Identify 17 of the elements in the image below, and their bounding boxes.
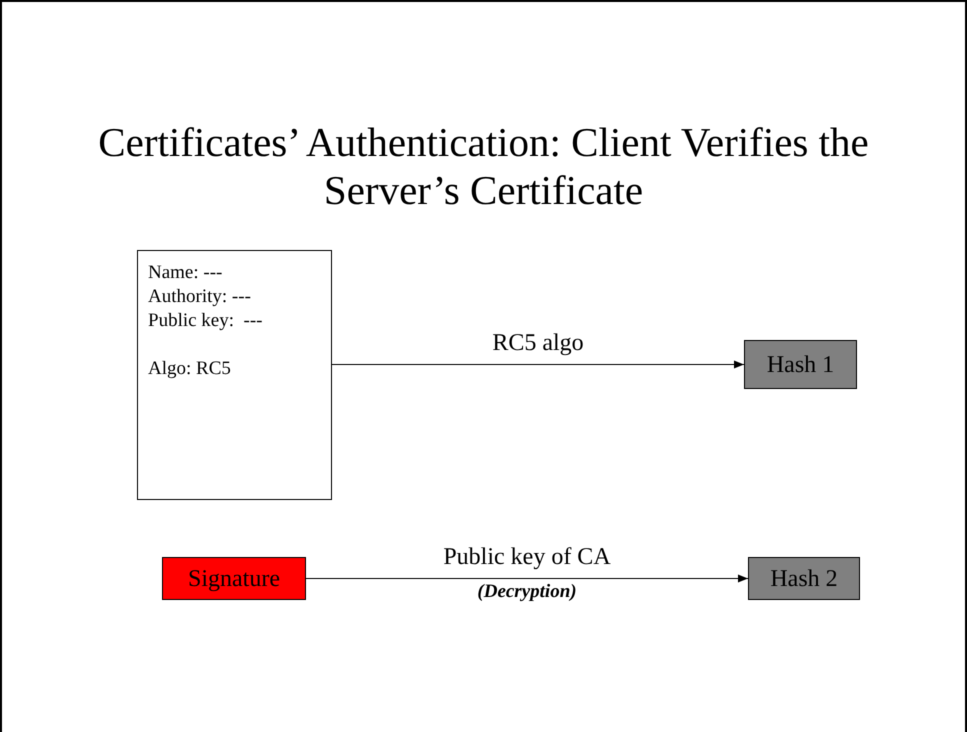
arrow (306, 574, 748, 582)
node-text: Signature (188, 564, 280, 594)
node-text: Algo: RC5 (148, 357, 231, 381)
signature-box (162, 557, 306, 600)
hash-box (744, 340, 857, 389)
node-text: Hash 2 (770, 564, 838, 594)
note-text: (Decryption) (476, 580, 578, 602)
certificate-box (137, 250, 332, 500)
node-text: Public key: --- (148, 309, 263, 333)
title: Certificates’ Authentication: Client Verifies the Server’s Certificate (97, 118, 870, 214)
hash-box (748, 557, 860, 600)
node-text: Authority: --- (148, 285, 251, 309)
edge-label: RC5 algo (491, 328, 585, 356)
edge-label: Public key of CA (442, 542, 612, 570)
arrow (332, 360, 744, 368)
node-text: Name: --- (148, 261, 222, 285)
node-text: Hash 1 (766, 350, 834, 380)
